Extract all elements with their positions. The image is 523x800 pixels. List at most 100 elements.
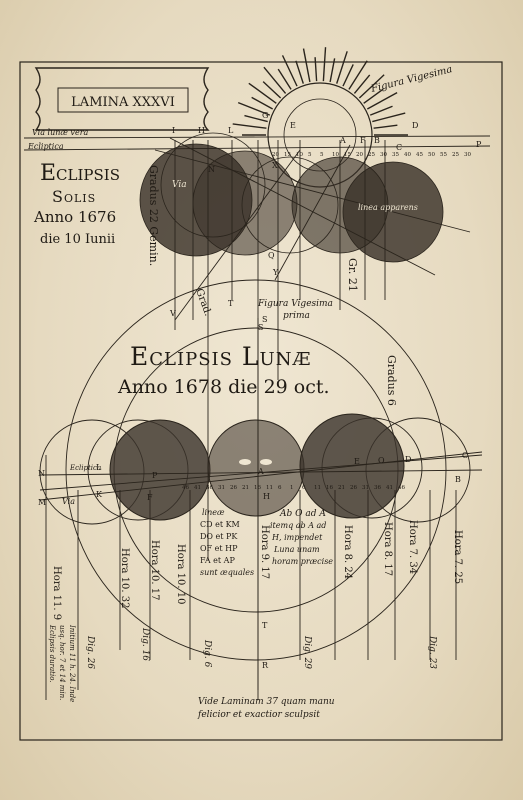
scale-number: 15 (344, 152, 351, 158)
point-letter: O (378, 456, 385, 465)
point-letter: E (354, 457, 360, 466)
digit-label: Dig. 6 (202, 639, 212, 668)
sun-ray (277, 68, 292, 90)
sun-ray (322, 47, 327, 82)
point-letter: H (263, 492, 270, 501)
footer-line1: Vide Laminam 37 quam manu (198, 697, 335, 707)
point-letter: I (172, 126, 175, 135)
scale-number: 10 (332, 152, 339, 158)
lunar-lines (39, 318, 483, 700)
sun-ray (342, 64, 354, 87)
sun-ray (363, 88, 384, 104)
hour-label: Hora 7. 34 (407, 520, 418, 574)
hour-label: Hora 10. 32 (119, 548, 130, 608)
figura-vigesima-label: Figura Vigesima (369, 64, 453, 95)
solar-title: Eclipsis Solis Anno 1676 die 10 Iunii (33, 161, 120, 247)
scale-number: 50 (428, 152, 435, 158)
note2-line: itemq ab A ad (270, 521, 326, 530)
scale-number: 36 (206, 485, 213, 491)
sun-ray (373, 124, 398, 129)
hour-label: Hora 7. 25 (452, 530, 463, 584)
point-letter: Y (272, 268, 279, 277)
point-letter: R (262, 661, 269, 670)
sun-ray (232, 123, 267, 129)
ecliptica-label: Ecliptica (27, 142, 64, 151)
point-letter: S (258, 323, 263, 332)
point-letter: C (462, 451, 468, 460)
sun-ray (358, 74, 385, 99)
hour-label: Hora 10. 10 (175, 544, 186, 604)
scale-number: 30 (380, 152, 387, 158)
scale-number: 31 (362, 485, 369, 491)
point-letter: N (38, 469, 45, 478)
hour-duration-note: Ab O ad A itemq ab A ad H, impendet Luna… (270, 509, 333, 566)
sun-ray (353, 74, 371, 94)
note2-line: Ab O ad A (279, 509, 326, 519)
point-letter: H (198, 126, 205, 135)
lunar-title-line2: Anno 1678 die 29 oct. (117, 376, 330, 398)
point-letter: V (169, 309, 176, 318)
point-letter: A (257, 467, 264, 476)
digit-label: Dig. 26 (85, 635, 95, 669)
point-letter: S (262, 315, 267, 324)
scale-number: 11 (314, 485, 321, 491)
point-letter: F (360, 136, 366, 145)
scale-number: 5 (320, 152, 324, 158)
sun-ray (302, 48, 311, 83)
hour-label: Hora 8. 24 (342, 525, 353, 579)
footer-line2: felicior et exactior sculpsit (197, 710, 320, 720)
solar-title-line3: Anno 1676 (33, 208, 116, 226)
point-letter: Q (268, 251, 275, 260)
lunar-ecliptica-label: Ecliptica (69, 464, 101, 472)
sun-ray (329, 58, 336, 83)
gr21-label: Gr. 21 (346, 258, 359, 292)
scale-number: 26 (350, 485, 357, 491)
solar-title-line2: Solis (52, 187, 96, 206)
note-line: lineæ (202, 508, 225, 517)
sun-ray (262, 81, 282, 99)
digit-label: Dig. 29 (302, 635, 312, 669)
scale-number: 11 (266, 485, 273, 491)
scale-number: 10 (296, 152, 303, 158)
point-letter: X (272, 161, 278, 170)
duration-line: Initium 11 h. 24. Inde (68, 624, 76, 702)
point-letter: E (290, 121, 296, 130)
duration-line: Eclipsis duratio. (48, 624, 56, 683)
note-line: DO et PK (200, 532, 238, 541)
point-letter: B (374, 136, 380, 145)
lines-equal-note: lineæ CD et KM DO et PK OF et HP FA et A… (200, 508, 254, 577)
scale-number: 1 (290, 485, 294, 491)
lunar-title-line1: Eclipsis Lunæ (130, 342, 311, 371)
scale-number: 26 (230, 485, 237, 491)
scale-number: 6 (278, 485, 282, 491)
lunar-shadow-discs (109, 413, 405, 521)
linea-apparens-label: linea apparens (358, 203, 418, 212)
hour-label: Hora 11. 9 (51, 566, 62, 620)
scale-number: 36 (374, 485, 381, 491)
note2-line: Luna unam (273, 545, 320, 554)
sun-ray (295, 60, 304, 84)
sun-ray (244, 114, 268, 123)
via-label: Via (172, 180, 187, 190)
scale-number: 46 (182, 485, 189, 491)
point-letter: T (262, 621, 268, 630)
lunar-via-label: Via (62, 497, 75, 506)
scale-number: 25 (368, 152, 375, 158)
scale-number: 6 (302, 485, 306, 491)
scale-number: 20 (272, 152, 279, 158)
scale-number: 31 (218, 485, 225, 491)
scale-number: 30 (464, 152, 471, 158)
note-line: sunt æquales (200, 568, 254, 577)
scale-number: 46 (398, 485, 405, 491)
point-letter: M (38, 498, 46, 507)
note-line: FA et AP (200, 556, 235, 565)
note-line: OF et HP (200, 544, 238, 553)
scale-number: 16 (254, 485, 261, 491)
scale-number: 15 (284, 152, 291, 158)
sun-ray (237, 101, 271, 116)
